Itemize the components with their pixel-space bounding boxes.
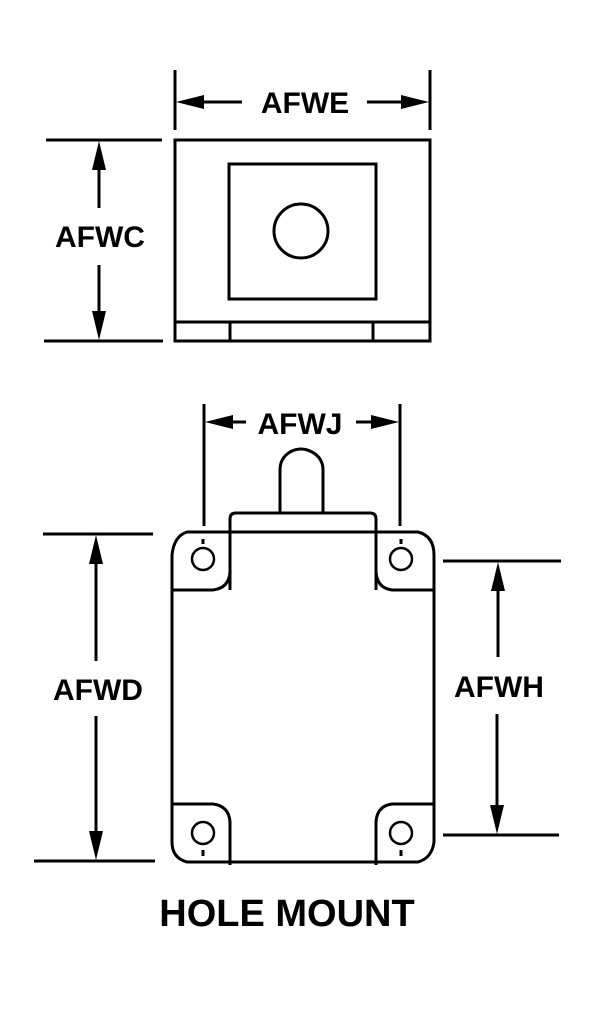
drawing-caption: HOLE MOUNT xyxy=(159,893,414,935)
mounting-ear-top-left xyxy=(172,571,232,592)
dimension-label-afwe: AFWE xyxy=(261,87,349,120)
dimension-label-afwh: AFWH xyxy=(454,671,544,704)
top-view-body-outline xyxy=(173,138,432,343)
mounting-hole-top-right xyxy=(388,546,414,572)
mounting-ear-bottom-right xyxy=(374,802,434,865)
top-view xyxy=(173,138,432,343)
mounting-hole-bottom-right xyxy=(388,820,414,846)
dimension-afwe: AFWE xyxy=(173,70,432,130)
dimension-label-afwd: AFWD xyxy=(53,674,143,707)
mounting-ear-bottom-left xyxy=(172,802,232,865)
arrow-down-icon xyxy=(89,831,103,860)
top-cap xyxy=(228,511,378,590)
dimension-label-afwj: AFWJ xyxy=(258,408,343,441)
arrow-down-icon xyxy=(92,311,106,340)
mounting-hole-top-left xyxy=(190,546,216,572)
dimension-afwc: AFWC xyxy=(44,138,163,343)
top-view-inner-square xyxy=(227,162,378,301)
arrow-right-icon xyxy=(401,95,429,109)
arrow-up-icon xyxy=(89,535,103,564)
arrow-down-icon xyxy=(490,805,504,834)
plunger-nub xyxy=(278,447,325,513)
body-outline xyxy=(170,530,436,864)
dimension-afwj: AFWJ xyxy=(202,404,402,526)
dimension-label-afwc: AFWC xyxy=(55,221,145,254)
front-view xyxy=(170,447,436,865)
arrow-left-icon xyxy=(205,415,233,429)
dimension-afwd: AFWD xyxy=(34,532,155,863)
dimension-afwh: AFWH xyxy=(443,559,561,837)
mounting-hole-bottom-left xyxy=(190,820,216,846)
arrow-up-icon xyxy=(92,141,106,170)
mounting-ear-top-right xyxy=(374,571,434,592)
arrow-left-icon xyxy=(176,95,204,109)
arrow-right-icon xyxy=(371,415,399,429)
top-view-plunger-circle xyxy=(272,202,330,260)
arrow-up-icon xyxy=(491,562,505,591)
